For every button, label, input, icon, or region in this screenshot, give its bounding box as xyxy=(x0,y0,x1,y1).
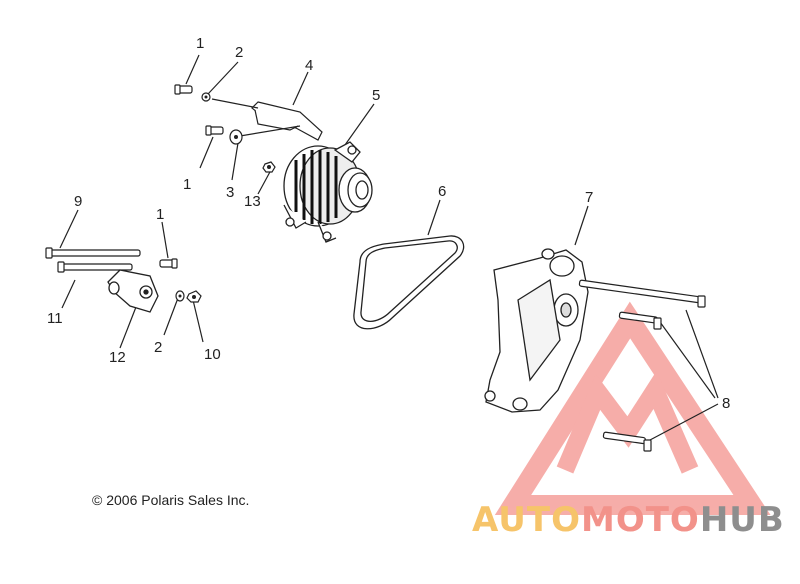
nut-13 xyxy=(262,161,276,173)
bolt-8-mid xyxy=(618,311,662,330)
washer-2-top xyxy=(201,92,211,102)
callout-4: 4 xyxy=(305,57,313,74)
watermark-moto: MOTO xyxy=(580,500,700,540)
callout-3: 3 xyxy=(226,184,234,201)
watermark-wordmark: AUTOMOTOHUB xyxy=(472,500,785,540)
callout-8: 8 xyxy=(722,395,730,412)
copyright-notice: © 2006 Polaris Sales Inc. xyxy=(92,492,250,508)
long-bolt-9 xyxy=(45,247,141,259)
washer-2-left xyxy=(175,290,185,302)
long-bolt-11 xyxy=(57,261,133,273)
callout-7: 7 xyxy=(585,189,593,206)
leader-lines xyxy=(59,54,719,441)
callout-2: 2 xyxy=(235,44,243,61)
bolt-1-left xyxy=(159,258,178,269)
callout-5: 5 xyxy=(372,87,380,104)
bolt-1-top xyxy=(174,84,193,95)
nut-10 xyxy=(186,290,202,303)
callout-12: 12 xyxy=(109,349,126,366)
callout-13: 13 xyxy=(244,193,261,210)
tensioner-bracket-12 xyxy=(107,269,159,313)
callout-6: 6 xyxy=(438,183,446,200)
belt-6 xyxy=(353,235,465,330)
watermark-logo xyxy=(494,301,771,515)
alternator-5 xyxy=(283,141,373,243)
callout-1: 1 xyxy=(196,35,204,52)
washer-3 xyxy=(229,129,243,145)
callout-10: 10 xyxy=(204,346,221,363)
bolt-1-mid xyxy=(205,125,224,136)
bolt-8-top xyxy=(578,279,706,308)
mounting-bracket-7 xyxy=(484,248,589,413)
watermark-hub: HUB xyxy=(699,500,785,540)
callout-1: 1 xyxy=(183,176,191,193)
callout-9: 9 xyxy=(74,193,82,210)
watermark-auto: AUTO xyxy=(472,500,581,540)
callout-2: 2 xyxy=(154,339,162,356)
bolt-8-bottom xyxy=(602,431,652,452)
bracket-4 xyxy=(211,98,323,141)
callout-1: 1 xyxy=(156,206,164,223)
callout-11: 11 xyxy=(47,310,63,327)
